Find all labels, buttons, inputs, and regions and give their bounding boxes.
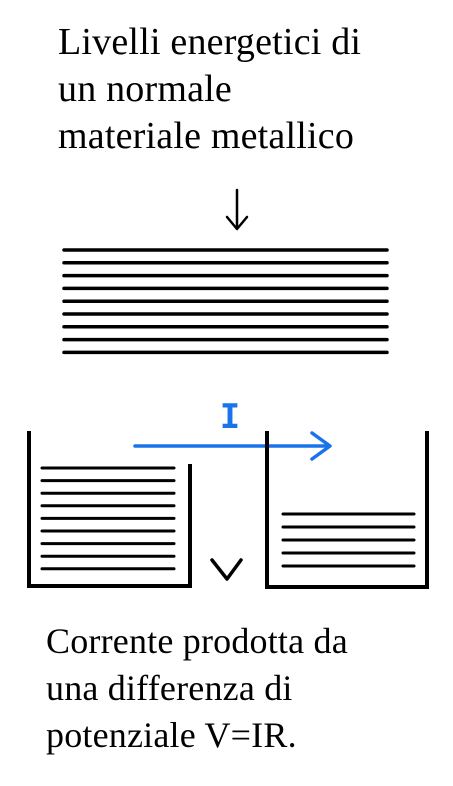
right-well <box>265 431 429 589</box>
current-arrow <box>133 431 332 461</box>
left-well-levels <box>40 466 176 571</box>
caption-line-3: potenziale V=IR. <box>46 715 297 755</box>
current-label: I <box>220 397 240 437</box>
caption-line-1: Corrente prodotta da <box>46 621 348 661</box>
title-line-1: Livelli energetici di <box>58 21 362 63</box>
metal-energy-levels <box>62 248 389 355</box>
caption-line-2: una differenza di <box>46 668 293 708</box>
pointer-arrow <box>225 188 249 231</box>
title-line-3: materiale metallico <box>58 115 355 157</box>
title-line-2: un normale <box>58 68 233 110</box>
left-well <box>27 431 192 588</box>
right-well-levels <box>281 512 416 568</box>
voltage-label: V <box>210 558 243 581</box>
